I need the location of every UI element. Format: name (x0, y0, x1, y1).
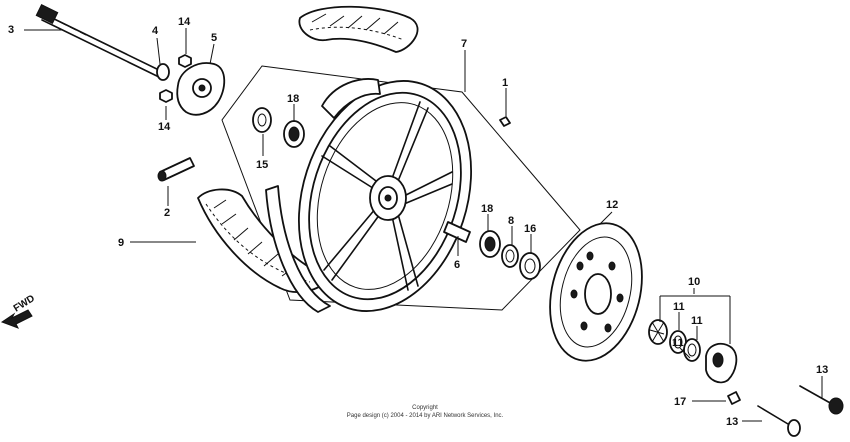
nut-lower (159, 89, 173, 103)
callout-11-a: 11 (673, 301, 685, 313)
callout-12: 12 (606, 199, 618, 211)
callout-13-upper: 13 (816, 364, 828, 376)
callout-6: 6 (454, 259, 460, 271)
callout-2: 2 (164, 207, 170, 219)
axle-bolt-lower (757, 405, 801, 437)
callout-11-b: 11 (691, 315, 703, 327)
right-hub-parts (443, 221, 541, 280)
wheel-spokes (321, 101, 453, 291)
copyright-line-1: Copyright (412, 405, 438, 411)
forward-arrow-icon (0, 309, 33, 329)
leader-lines (24, 28, 823, 422)
callout-11-c: 11 (672, 337, 684, 349)
forward-direction-marker: FWD (0, 293, 37, 329)
wheel-assembly-outline (221, 65, 581, 311)
callout-4: 4 (152, 25, 159, 37)
callout-14-lower: 14 (158, 121, 171, 133)
axle-washer (156, 63, 170, 81)
nut-upper (178, 54, 192, 68)
callout-9: 9 (118, 237, 124, 249)
small-bolt (727, 391, 741, 405)
tire-upper (298, 5, 419, 53)
callout-18-left: 18 (287, 93, 299, 105)
axle-bolt-upper (799, 385, 844, 415)
callout-10: 10 (688, 276, 700, 288)
callout-labels: 3 4 14 5 14 18 15 2 9 7 1 18 8 16 6 12 1… (8, 16, 828, 428)
wheel-rim (265, 78, 472, 313)
callout-17: 17 (674, 396, 686, 408)
front-axle (35, 3, 164, 79)
callout-16: 16 (524, 223, 536, 235)
valve-cap (499, 116, 511, 127)
callout-7: 7 (461, 38, 467, 50)
callout-5: 5 (211, 32, 217, 44)
callout-14-upper: 14 (178, 16, 191, 28)
speedometer-gearbox (176, 62, 226, 116)
callout-3: 3 (8, 24, 14, 36)
callout-15: 15 (256, 159, 268, 171)
valve-stem (157, 157, 195, 182)
callout-8: 8 (508, 215, 514, 227)
brake-disc (549, 222, 643, 362)
copyright-footer: Copyright Page design (c) 2004 - 2014 by… (347, 405, 504, 419)
callout-18-right: 18 (481, 203, 493, 215)
left-bearing-seal (252, 107, 305, 148)
speedometer-drive-set (648, 319, 738, 384)
callout-13-lower: 13 (726, 416, 738, 428)
callout-1: 1 (502, 77, 508, 89)
copyright-line-2: Page design (c) 2004 - 2014 by ARI Netwo… (347, 413, 504, 419)
